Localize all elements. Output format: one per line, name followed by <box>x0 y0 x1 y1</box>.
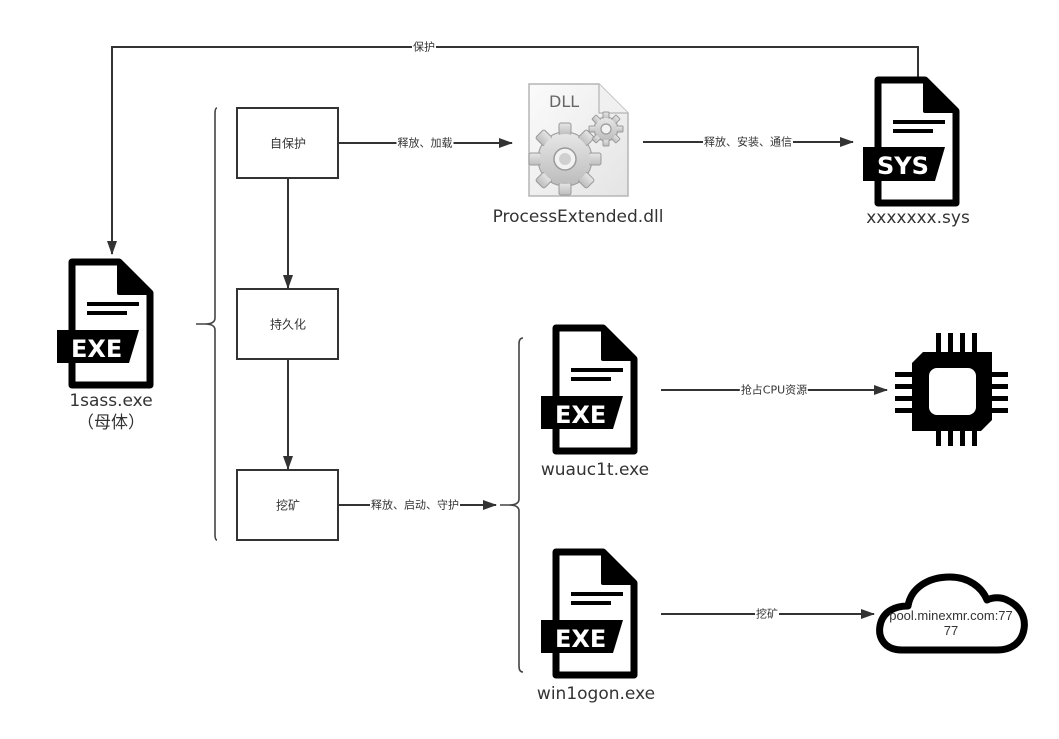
edge-label-seize-cpu: 抢占CPU资源 <box>739 383 809 397</box>
edge-label-protect: 保护 <box>412 40 436 54</box>
wuauclt-name: wuauc1t.exe <box>540 460 650 480</box>
pool-address: pool.minexmr.com:7777 <box>889 608 1013 638</box>
winlogon-exe-icon[interactable]: EXE <box>541 552 634 675</box>
sys-badge: SYS <box>877 152 929 180</box>
edge-label-release-load: 释放、加载 <box>396 136 454 150</box>
cloud-icon[interactable] <box>876 573 1028 654</box>
edge-label-release-start-guard: 释放、启动、守护 <box>370 498 460 512</box>
mother-exe-icon[interactable]: EXE <box>57 262 150 385</box>
edge-label-release-install-comm: 释放、安装、通信 <box>703 135 793 149</box>
winlogon-badge: EXE <box>555 625 606 653</box>
protect-edge <box>107 46 919 255</box>
cpu-chip-icon[interactable] <box>895 333 1008 446</box>
dll-name: ProcessExtended.dll <box>492 207 664 227</box>
payload-brace <box>500 337 524 673</box>
mother-badge: EXE <box>71 335 122 363</box>
dll-icon[interactable]: DLL <box>528 83 629 197</box>
wuauclt-badge: EXE <box>555 401 606 429</box>
sys-icon[interactable]: SYS <box>863 80 956 203</box>
edge-label-mine: 挖矿 <box>755 607 779 621</box>
stages-brace <box>196 107 218 541</box>
mother-name: 1sass.exe <box>69 391 153 411</box>
winlogon-name: win1ogon.exe <box>536 684 656 704</box>
dll-badge: DLL <box>549 92 579 111</box>
stage-label-mining: 挖矿 <box>275 498 301 513</box>
mother-note: （母体） <box>77 413 145 433</box>
stage-label-persistence: 持久化 <box>269 317 307 332</box>
wuauclt-exe-icon[interactable]: EXE <box>541 328 634 451</box>
stage-label-self-protect: 自保护 <box>269 136 307 151</box>
sys-name: xxxxxxx.sys <box>866 208 970 228</box>
